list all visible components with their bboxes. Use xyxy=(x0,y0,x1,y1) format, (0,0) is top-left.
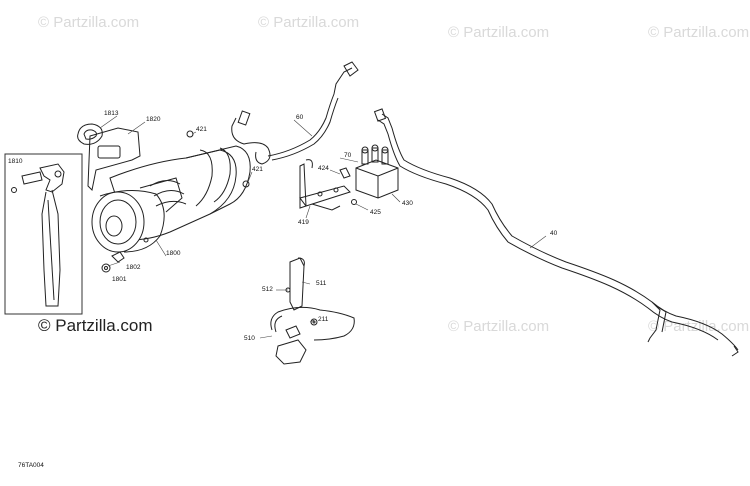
callout-421-right: 421 xyxy=(252,166,263,173)
wiring-harness-40 xyxy=(373,108,739,357)
callout-1802: 1802 xyxy=(126,264,141,271)
callout-421-top: 421 xyxy=(196,126,207,133)
callout-1820: 1820 xyxy=(146,116,161,123)
callout-510: 510 xyxy=(244,335,255,342)
watermark-top-right-a: © Partzilla.com xyxy=(448,24,550,41)
winch-handle-part xyxy=(11,163,65,307)
callout-1800: 1800 xyxy=(166,250,181,257)
callout-430: 430 xyxy=(402,200,413,207)
bracket-419 xyxy=(299,159,357,211)
callout-1813: 1813 xyxy=(104,110,119,117)
control-assembly-510 xyxy=(270,257,355,365)
callout-425: 425 xyxy=(370,209,381,216)
inset-box-1810 xyxy=(4,153,83,315)
callout-511: 511 xyxy=(316,280,327,287)
callout-1801: 1801 xyxy=(112,276,127,283)
diagram-code: 76TA004 xyxy=(18,462,44,469)
battery-cable-60 xyxy=(231,61,359,165)
callout-40: 40 xyxy=(550,230,558,237)
watermark-top-left: © Partzilla.com xyxy=(38,14,140,31)
watermark-top-center: © Partzilla.com xyxy=(258,14,360,31)
leader-lines xyxy=(99,115,547,339)
callout-70: 70 xyxy=(344,152,352,159)
callout-419: 419 xyxy=(298,219,309,226)
solenoid-70 xyxy=(355,144,399,199)
watermark-bold-left: © Partzilla.com xyxy=(38,316,153,335)
callout-211: 211 xyxy=(318,316,329,323)
winch-assembly xyxy=(77,123,251,273)
watermark-bottom-center: © Partzilla.com xyxy=(448,318,550,335)
callout-424: 424 xyxy=(318,165,329,172)
callout-512: 512 xyxy=(262,286,273,293)
callout-60: 60 xyxy=(296,114,304,121)
watermark-top-right-b: © Partzilla.com xyxy=(648,24,750,41)
callout-1810: 1810 xyxy=(8,158,23,165)
